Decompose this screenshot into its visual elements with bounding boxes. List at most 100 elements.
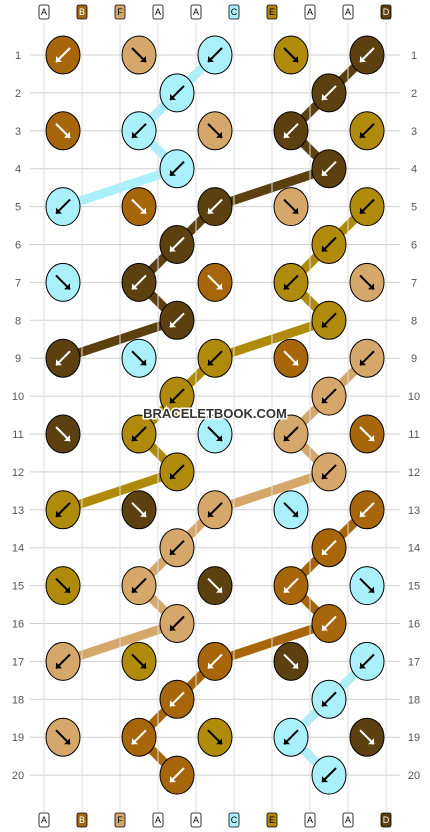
arrow-head-icon xyxy=(368,435,374,441)
top-strand-letter: A xyxy=(345,7,351,17)
knot xyxy=(197,641,233,681)
arrow-head-icon xyxy=(132,586,138,593)
bottom-strand-letter: E xyxy=(269,815,275,825)
knot xyxy=(273,566,309,606)
arrow-head-icon xyxy=(208,56,214,62)
bottom-strand-tab xyxy=(38,812,50,828)
watermark-text: BRACELETBOOK.COM xyxy=(143,406,287,421)
arrow-head-icon xyxy=(132,283,138,290)
row-number-left: 10 xyxy=(12,391,24,403)
arrow-head-icon xyxy=(284,283,290,290)
top-strand-letter: D xyxy=(383,7,390,17)
arrow-head-icon xyxy=(360,359,366,366)
arrow-head-icon xyxy=(64,738,70,745)
knot xyxy=(159,225,195,264)
arrow-head-icon xyxy=(368,283,374,290)
knot xyxy=(311,300,347,340)
bottom-strand-tab xyxy=(342,812,354,828)
knot xyxy=(121,111,157,151)
knot-grid xyxy=(45,35,385,795)
arrow-head-icon xyxy=(322,472,328,479)
knot xyxy=(45,490,81,530)
knot xyxy=(197,338,233,378)
arrow-head-icon xyxy=(284,738,290,745)
row-number-right: 11 xyxy=(408,429,419,441)
top-strand-letter: E xyxy=(269,7,275,17)
arrow-head-icon xyxy=(208,662,214,669)
arrow-head-icon xyxy=(170,245,176,252)
arrow-head-icon xyxy=(170,169,176,176)
arrow-head-icon xyxy=(360,662,366,669)
bottom-strand-letter: A xyxy=(193,815,199,825)
arrow-head-icon xyxy=(208,207,214,214)
knot xyxy=(197,262,233,302)
row-number-left: 14 xyxy=(12,543,24,555)
knot xyxy=(121,566,157,606)
knot xyxy=(159,679,195,719)
arrow-head-icon xyxy=(322,548,328,555)
knot xyxy=(311,73,347,113)
knot xyxy=(349,490,385,530)
knot xyxy=(311,452,347,492)
knot xyxy=(197,717,233,757)
top-strand-tab xyxy=(190,4,202,20)
knot xyxy=(159,300,195,340)
arrow-head-icon xyxy=(368,738,374,745)
knot xyxy=(273,414,309,454)
row-number-right: 7 xyxy=(411,277,417,289)
knot xyxy=(349,111,385,151)
knot xyxy=(349,641,385,681)
arrow-head-icon xyxy=(170,700,176,707)
arrow-head-icon xyxy=(292,359,298,366)
knot xyxy=(121,717,157,757)
arrow-head-icon xyxy=(208,510,214,517)
row-number-left: 19 xyxy=(12,732,24,744)
row-number-right: 8 xyxy=(411,315,417,327)
knot xyxy=(197,566,233,606)
row-number-left: 3 xyxy=(15,126,21,138)
arrow-head-icon xyxy=(64,435,70,441)
arrow-head-icon xyxy=(56,56,62,62)
arrow-head-icon xyxy=(132,435,138,441)
top-strand-letter: A xyxy=(193,7,199,17)
arrow-head-icon xyxy=(292,510,298,517)
knot xyxy=(349,187,385,227)
row-number-left: 18 xyxy=(12,694,24,706)
arrow-head-icon xyxy=(170,776,176,783)
bottom-strand-letter: C xyxy=(231,815,238,825)
knot xyxy=(349,717,385,757)
top-strand-letter: C xyxy=(231,7,238,17)
arrow-head-icon xyxy=(322,169,328,176)
knot xyxy=(273,262,309,302)
arrow-head-icon xyxy=(170,321,176,328)
top-strand-tab xyxy=(152,4,164,20)
knot xyxy=(121,338,157,378)
knot xyxy=(45,717,81,757)
arrow-head-icon xyxy=(368,586,374,593)
knot xyxy=(121,35,157,75)
knot xyxy=(45,262,81,302)
arrow-head-icon xyxy=(284,131,290,138)
knot xyxy=(311,528,347,568)
top-strand-tab xyxy=(380,4,392,20)
knot xyxy=(349,35,385,75)
arrow-head-icon xyxy=(292,207,298,214)
arrow-head-icon xyxy=(284,586,290,593)
bottom-strand-tab xyxy=(76,812,88,828)
knot xyxy=(159,376,195,416)
knot xyxy=(349,414,385,454)
arrow-head-icon xyxy=(208,359,214,366)
bottom-strand-tab xyxy=(190,812,202,828)
row-number-left: 12 xyxy=(12,467,24,479)
row-number-right: 4 xyxy=(411,164,417,176)
arrow-head-icon xyxy=(322,245,328,252)
arrow-head-icon xyxy=(170,548,176,555)
arrow-head-icon xyxy=(216,738,222,745)
arrow-head-icon xyxy=(322,624,328,631)
row-number-right: 16 xyxy=(408,619,420,631)
bottom-strand-letter: A xyxy=(345,815,351,825)
arrow-head-icon xyxy=(132,738,138,745)
arrow-head-icon xyxy=(292,662,298,669)
